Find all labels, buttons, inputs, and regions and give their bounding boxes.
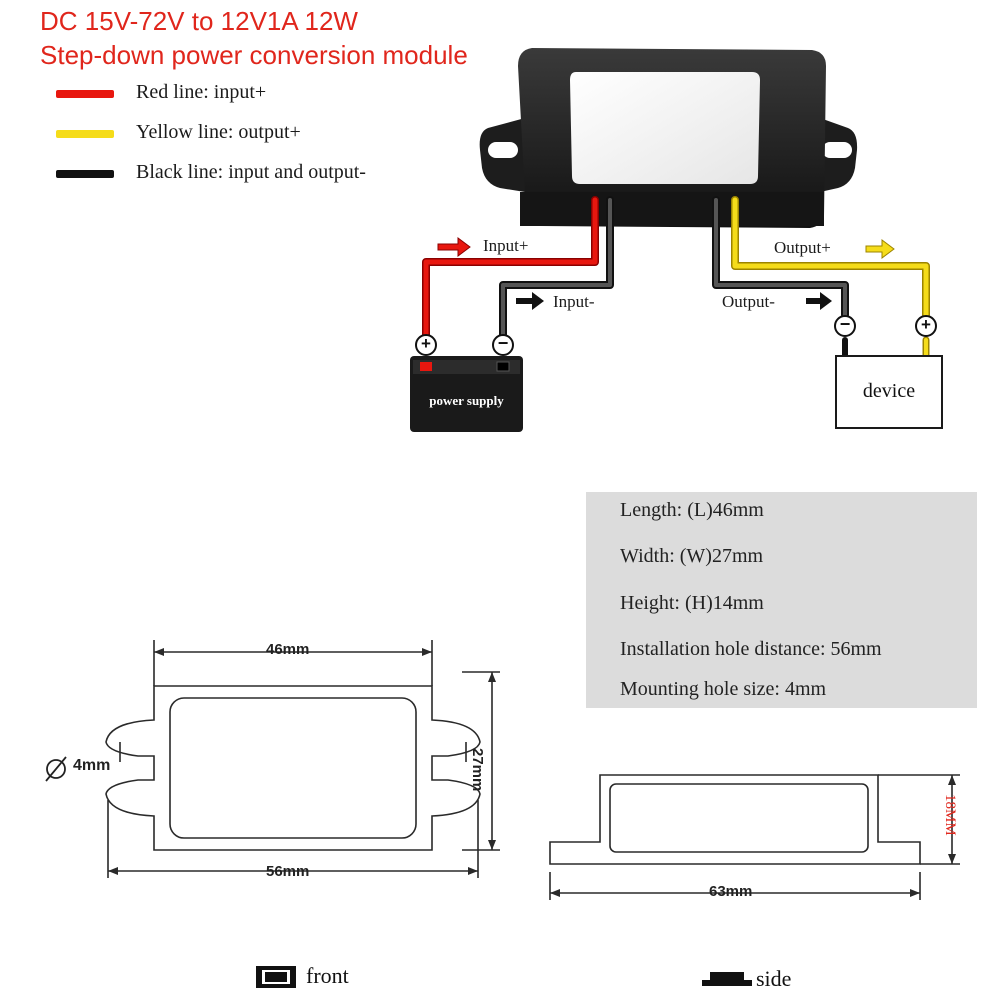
- device-label: device: [862, 380, 916, 402]
- arrow-icon-output-plus: [865, 239, 895, 259]
- side-view-drawing: [549, 774, 960, 900]
- yellow-wire: [732, 197, 929, 318]
- red-line-swatch: [56, 90, 114, 98]
- legend-yellow-label: Yellow line: output+: [136, 121, 301, 143]
- spec-width: Width: (W)27mm: [620, 545, 764, 567]
- red-wire: [423, 197, 598, 343]
- wires: [422, 196, 930, 360]
- dim-side-height: 18MM: [942, 794, 958, 836]
- device-box: [835, 355, 943, 429]
- negative-terminal: [496, 361, 510, 372]
- arrow-icon-output-minus: [806, 292, 832, 310]
- title-line-2: Step-down power conversion module: [40, 40, 468, 70]
- arrow-icon-input-minus: [516, 292, 544, 310]
- spec-hole-distance: Installation hole distance: 56mm: [620, 638, 882, 660]
- device-minus-symbol: −: [839, 314, 851, 334]
- right-flange-slot: [822, 142, 852, 158]
- dim-front-width: 27mm: [469, 748, 486, 792]
- diameter-icon: [45, 756, 67, 782]
- device-plus-symbol: +: [921, 315, 931, 334]
- legend-black-label: Black line: input and output-: [136, 161, 366, 183]
- dim-side-length: 63mm: [709, 883, 753, 900]
- module-label-window: [570, 72, 760, 184]
- plus-circle-icon: [915, 315, 937, 337]
- positive-terminal: [420, 362, 432, 371]
- title-line-1: DC 15V-72V to 12V1A 12W: [40, 6, 358, 36]
- side-view-label: side: [756, 966, 792, 991]
- black-input-wire: [501, 198, 612, 342]
- front-view-arrowheads: [108, 648, 496, 875]
- power-minus-symbol: −: [497, 333, 509, 353]
- black-line-swatch: [56, 170, 114, 178]
- left-flange-slot: [488, 142, 518, 158]
- label-output-plus: Output+: [774, 238, 831, 257]
- black-output-wire: [714, 198, 847, 317]
- module-photo: [479, 48, 858, 228]
- dim-front-length: 46mm: [266, 641, 310, 658]
- yellow-line-swatch: [56, 130, 114, 138]
- dim-hole-distance: 56mm: [266, 863, 310, 880]
- spec-length: Length: (L)46mm: [620, 499, 764, 521]
- module-base: [520, 192, 824, 226]
- spec-height: Height: (H)14mm: [620, 592, 764, 614]
- side-view-icon: [702, 972, 752, 986]
- minus-circle-icon: [492, 334, 514, 356]
- spec-hole-size: Mounting hole size: 4mm: [620, 678, 827, 700]
- side-view-arrowheads: [550, 775, 956, 897]
- dim-hole-size: 4mm: [73, 757, 111, 774]
- front-view-label: front: [306, 963, 349, 988]
- label-input-plus: Input+: [483, 236, 529, 255]
- label-output-minus: Output-: [722, 292, 775, 311]
- spec-panel: Length: (L)46mm Width: (W)27mm Height: (…: [586, 492, 977, 708]
- power-supply-label: power supply: [429, 393, 504, 408]
- label-input-minus: Input-: [553, 292, 595, 311]
- front-view-drawing: [105, 640, 500, 878]
- power-supply-box: [410, 356, 523, 432]
- legend-red-label: Red line: input+: [136, 81, 267, 103]
- minus-circle-icon: [834, 315, 856, 337]
- plus-circle-icon: [415, 334, 437, 356]
- arrow-icon-input-plus: [437, 237, 471, 257]
- power-plus-symbol: +: [421, 334, 431, 353]
- front-view-icon: [256, 966, 296, 988]
